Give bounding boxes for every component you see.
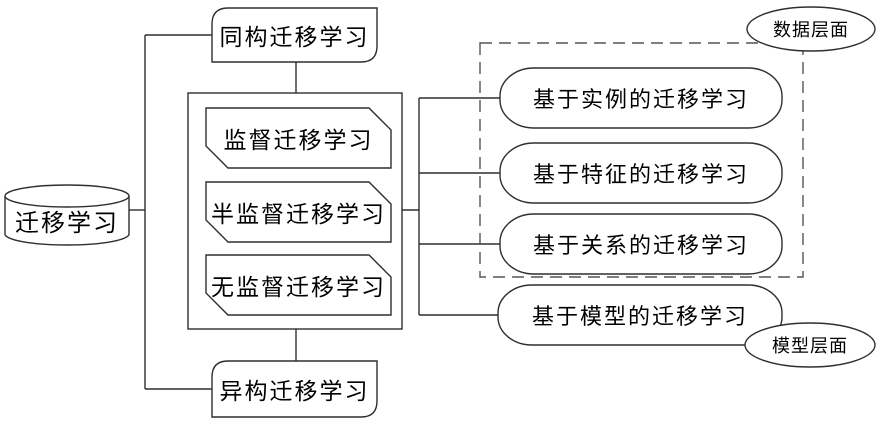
node-label-feature-based: 基于特征的迁移学习 <box>532 162 749 187</box>
node-instance-based-shape <box>499 67 783 129</box>
node-supervised-shape <box>205 107 392 169</box>
annotation-data-level: 数据层面 <box>773 20 849 40</box>
annotation-model-level: 模型层面 <box>772 336 848 356</box>
node-label-homogeneous: 同构迁移学习 <box>219 24 370 50</box>
data-level-ellipse <box>746 6 876 52</box>
cylinder-top <box>4 184 130 208</box>
node-feature-based-shape <box>499 142 783 204</box>
node-model-based-shape <box>497 284 783 346</box>
model-level-ellipse <box>744 322 876 368</box>
node-label-instance-based: 基于实例的迁移学习 <box>532 87 749 112</box>
data-level-dashed-region <box>479 42 804 278</box>
node-heterogeneous-shape <box>211 360 378 418</box>
node-label-supervised: 监督迁移学习 <box>223 127 374 153</box>
node-label-semi-supervised: 半监督迁移学习 <box>211 201 386 227</box>
node-relation-based-shape <box>499 213 783 275</box>
node-label-model-based: 基于模型的迁移学习 <box>531 304 748 329</box>
node-label-heterogeneous: 异构迁移学习 <box>219 378 370 404</box>
cylinder-body <box>4 196 130 246</box>
node-semi-supervised-shape <box>205 181 392 243</box>
node-label-transfer-learning: 迁移学习 <box>15 209 119 237</box>
node-homogeneous-shape <box>211 7 378 63</box>
node-label-relation-based: 基于关系的迁移学习 <box>532 233 749 258</box>
node-label-unsupervised: 无监督迁移学习 <box>211 274 386 300</box>
node-unsupervised-shape <box>205 254 392 316</box>
